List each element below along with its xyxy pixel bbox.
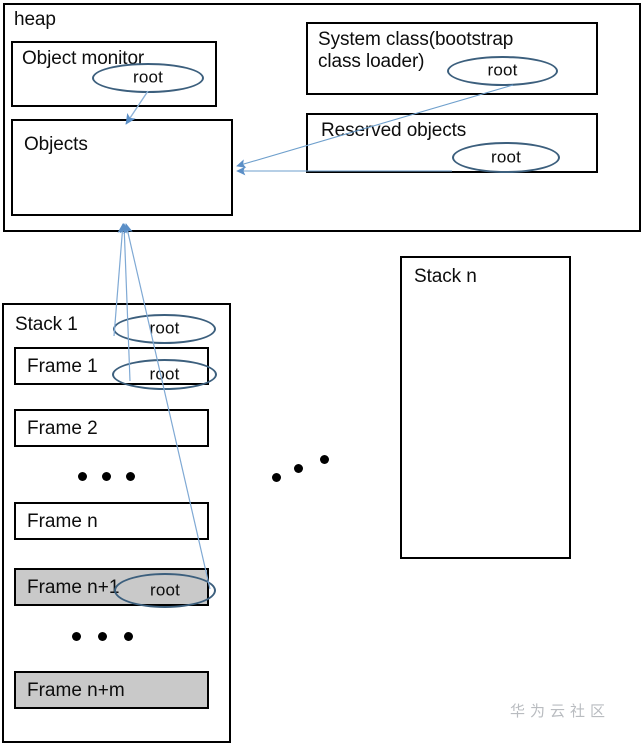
root-ellipse-frame-1: root [112,359,217,390]
root-label: root [149,318,180,338]
ellipsis-dot [124,632,133,641]
objects-label: Objects [24,134,88,155]
ellipsis-dot [72,632,81,641]
frame-label: Frame 1 [27,356,98,377]
root-ellipse-object-monitor: root [92,63,204,93]
stacks-ellipsis [272,455,334,483]
root-label: root [490,147,522,167]
root-label: root [149,364,180,384]
root-ellipse-frame-n-plus-1: root [114,573,216,608]
root-ellipse-stack1: root [113,314,216,344]
objects-box [11,119,233,216]
stack1-frame-2: Frame 2 [14,409,209,447]
heap-label: heap [14,9,56,30]
ellipsis-dot [320,455,329,464]
root-ellipse-system-class: root [447,56,558,86]
root-label: root [487,60,518,80]
stack1-frame-n: Frame n [14,502,209,540]
stack1-frame-n-plus-m: Frame n+m [14,671,209,709]
ellipsis-dot [78,472,87,481]
ellipsis-dot [126,472,135,481]
object-monitor-box [11,41,217,107]
frame-label: Frame 2 [27,418,98,439]
ellipsis-dot [98,632,107,641]
stackn-box [400,256,571,559]
stack1-ellipsis-upper [78,468,138,482]
frame-label: Frame n+1 [27,577,120,598]
stackn-label: Stack n [414,266,477,287]
ellipsis-dot [102,472,111,481]
root-label: root [149,580,181,600]
heap-region-box [3,3,641,232]
system-class-label: System class(bootstrap class loader) [318,29,514,72]
root-label: root [132,67,164,87]
root-ellipse-reserved-objects: root [452,142,560,173]
ellipsis-dot [294,464,303,473]
frame-label: Frame n+m [27,680,125,701]
watermark-text: 华为云社区 [510,702,611,720]
stack1-label: Stack 1 [15,314,78,335]
frame-label: Frame n [27,511,98,532]
reserved-objects-label: Reserved objects [321,120,467,141]
ellipsis-dot [272,473,281,482]
stack1-ellipsis-lower [72,628,133,642]
